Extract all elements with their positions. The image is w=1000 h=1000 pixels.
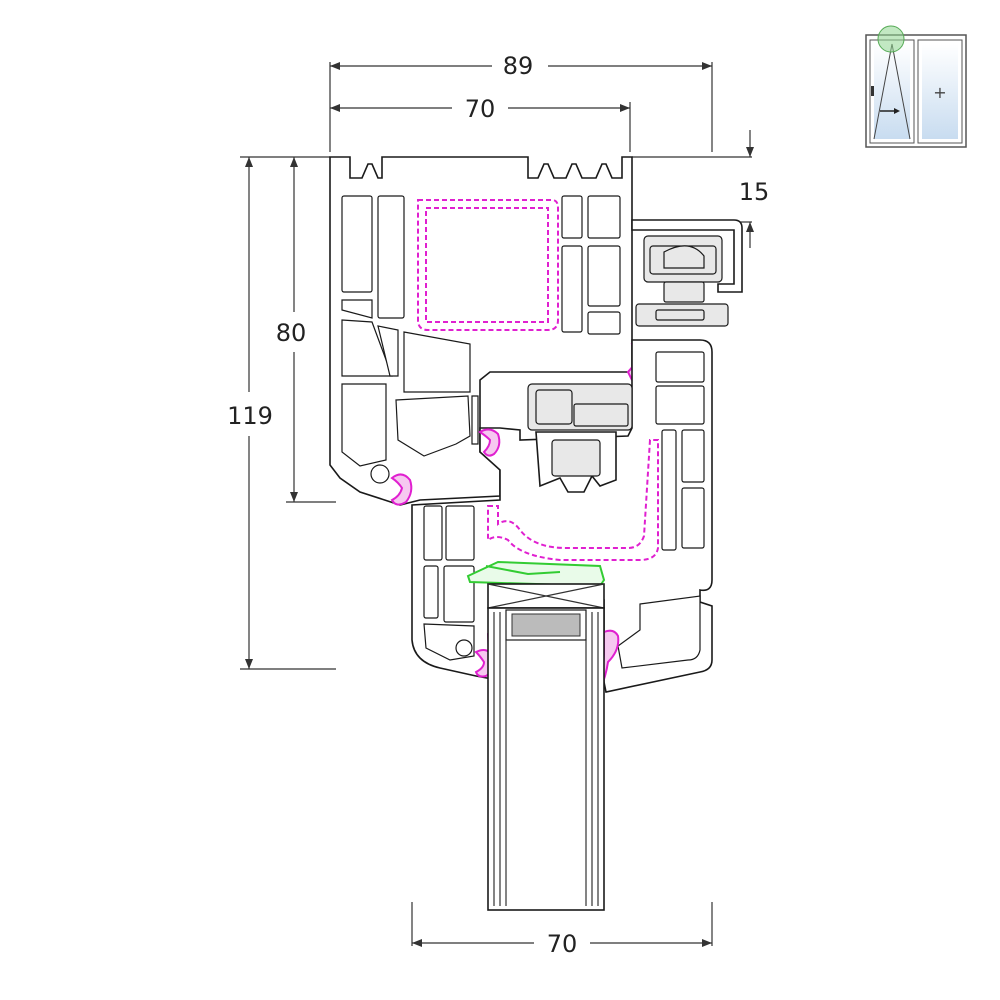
section-marker-icon [877,25,905,53]
dimension-label-left-inner: 80 [276,319,307,347]
plus-label: + [933,83,946,102]
dimension-top-inner: 70 [330,95,631,152]
window-tilt-turn-icon: + [865,25,967,148]
dimension-left-inner: 80 [276,156,336,503]
frame-gasket [390,473,413,506]
dimension-label-top-inner: 70 [465,95,496,123]
hardware-fitting [631,219,743,327]
sash-steel [487,439,659,561]
dimension-label-left-outer: 119 [227,402,273,430]
glazing-unit [487,583,605,911]
dimension-label-bottom: 70 [547,930,578,958]
frame-profile [329,156,650,506]
dimension-label-right-offset: 15 [739,178,770,206]
glazing-bead [466,560,606,588]
dimension-top-outer: 89 [329,52,713,152]
hinge-channel [527,383,633,493]
dimension-left-outer: 119 [227,156,336,670]
sash-inner-gasket [478,428,501,457]
dimension-right-offset: 15 [632,130,769,248]
dimension-label-top-outer: 89 [503,52,534,80]
dimension-bottom: 70 [411,902,713,958]
